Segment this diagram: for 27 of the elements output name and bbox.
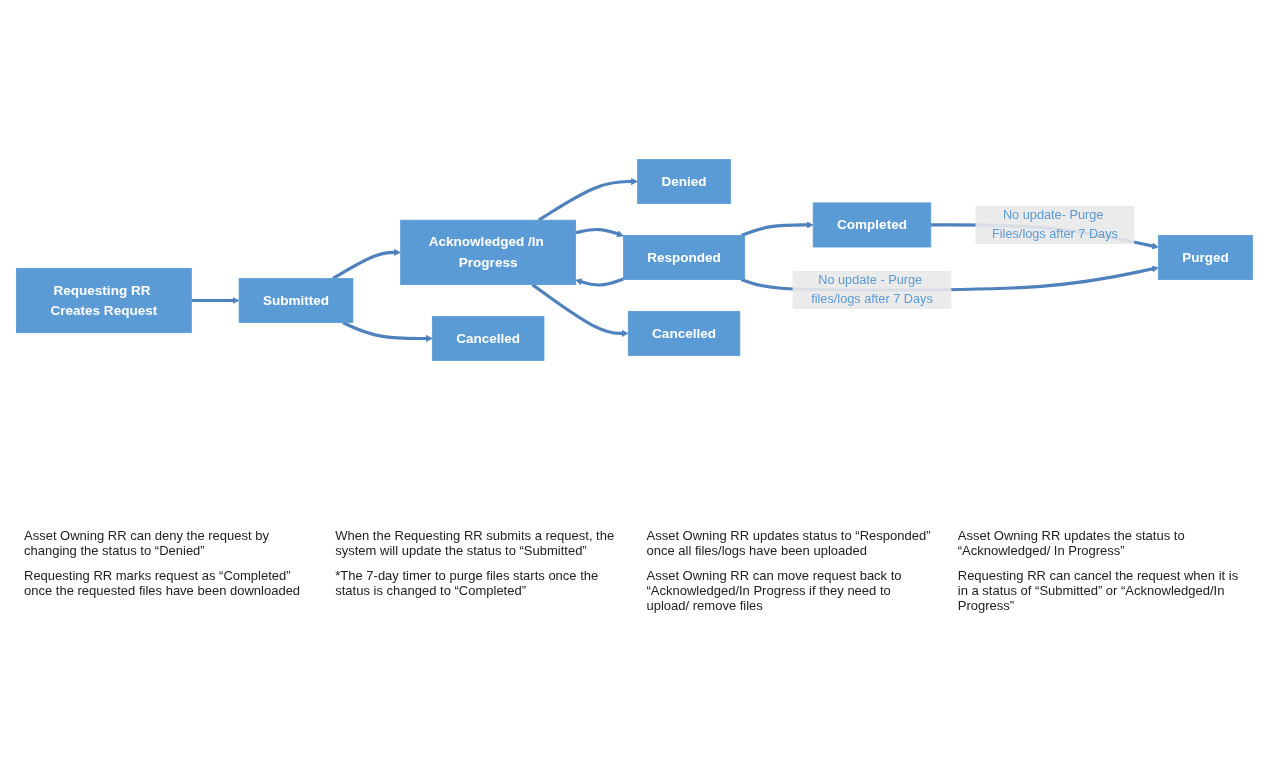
arrow xyxy=(575,277,624,287)
edge-label: No update - Purge files/logs after 7 Days xyxy=(811,273,933,306)
node-box: Purged xyxy=(1157,235,1254,280)
note-text: Asset Owning RR updates the status to “Acknowledged/ In Progress” xyxy=(957,528,1186,558)
arrow xyxy=(191,297,240,304)
note-text: Requesting RR marks request as “Completed” once the requested files have been downloaded xyxy=(24,568,302,600)
node-box: Cancelled xyxy=(627,310,741,356)
arrow xyxy=(332,248,401,280)
node-box: Cancelled xyxy=(431,316,545,361)
arrow xyxy=(531,283,629,337)
note-text: Requesting RR can cancel the request when it is in a status of “Submitted” or “Acknowledged/In Progress” xyxy=(957,568,1240,613)
node-box: Denied xyxy=(637,159,731,204)
node-box: Responded xyxy=(622,235,746,280)
note-text: Asset Owning RR can move request back to “Acknowledged/In Progress if they need to upload/ remove files xyxy=(646,568,903,613)
note-text: When the Requesting RR submits a request, the system will update the status to “Submitted” xyxy=(335,528,616,558)
edge-label: No update- Purge Files/logs after 7 Days xyxy=(991,208,1118,241)
arrow xyxy=(537,178,638,222)
node-box: Submitted xyxy=(238,278,354,323)
note-text: *The 7-day timer to purge files starts once the status is changed to “Completed” xyxy=(335,568,600,600)
node-box: Requesting RR Creates Request xyxy=(15,267,192,334)
note-text: Asset Owning RR can deny the request by changing the status to “Denied” xyxy=(24,528,270,558)
node-box: Acknowledged /In Progress xyxy=(400,219,577,285)
note-text: Asset Owning RR updates status to “Responded” once all files/logs have been uploaded xyxy=(646,528,932,558)
arrow xyxy=(740,221,814,237)
arrow xyxy=(575,227,624,238)
arrow xyxy=(342,321,433,342)
node-box: Completed xyxy=(812,202,932,248)
